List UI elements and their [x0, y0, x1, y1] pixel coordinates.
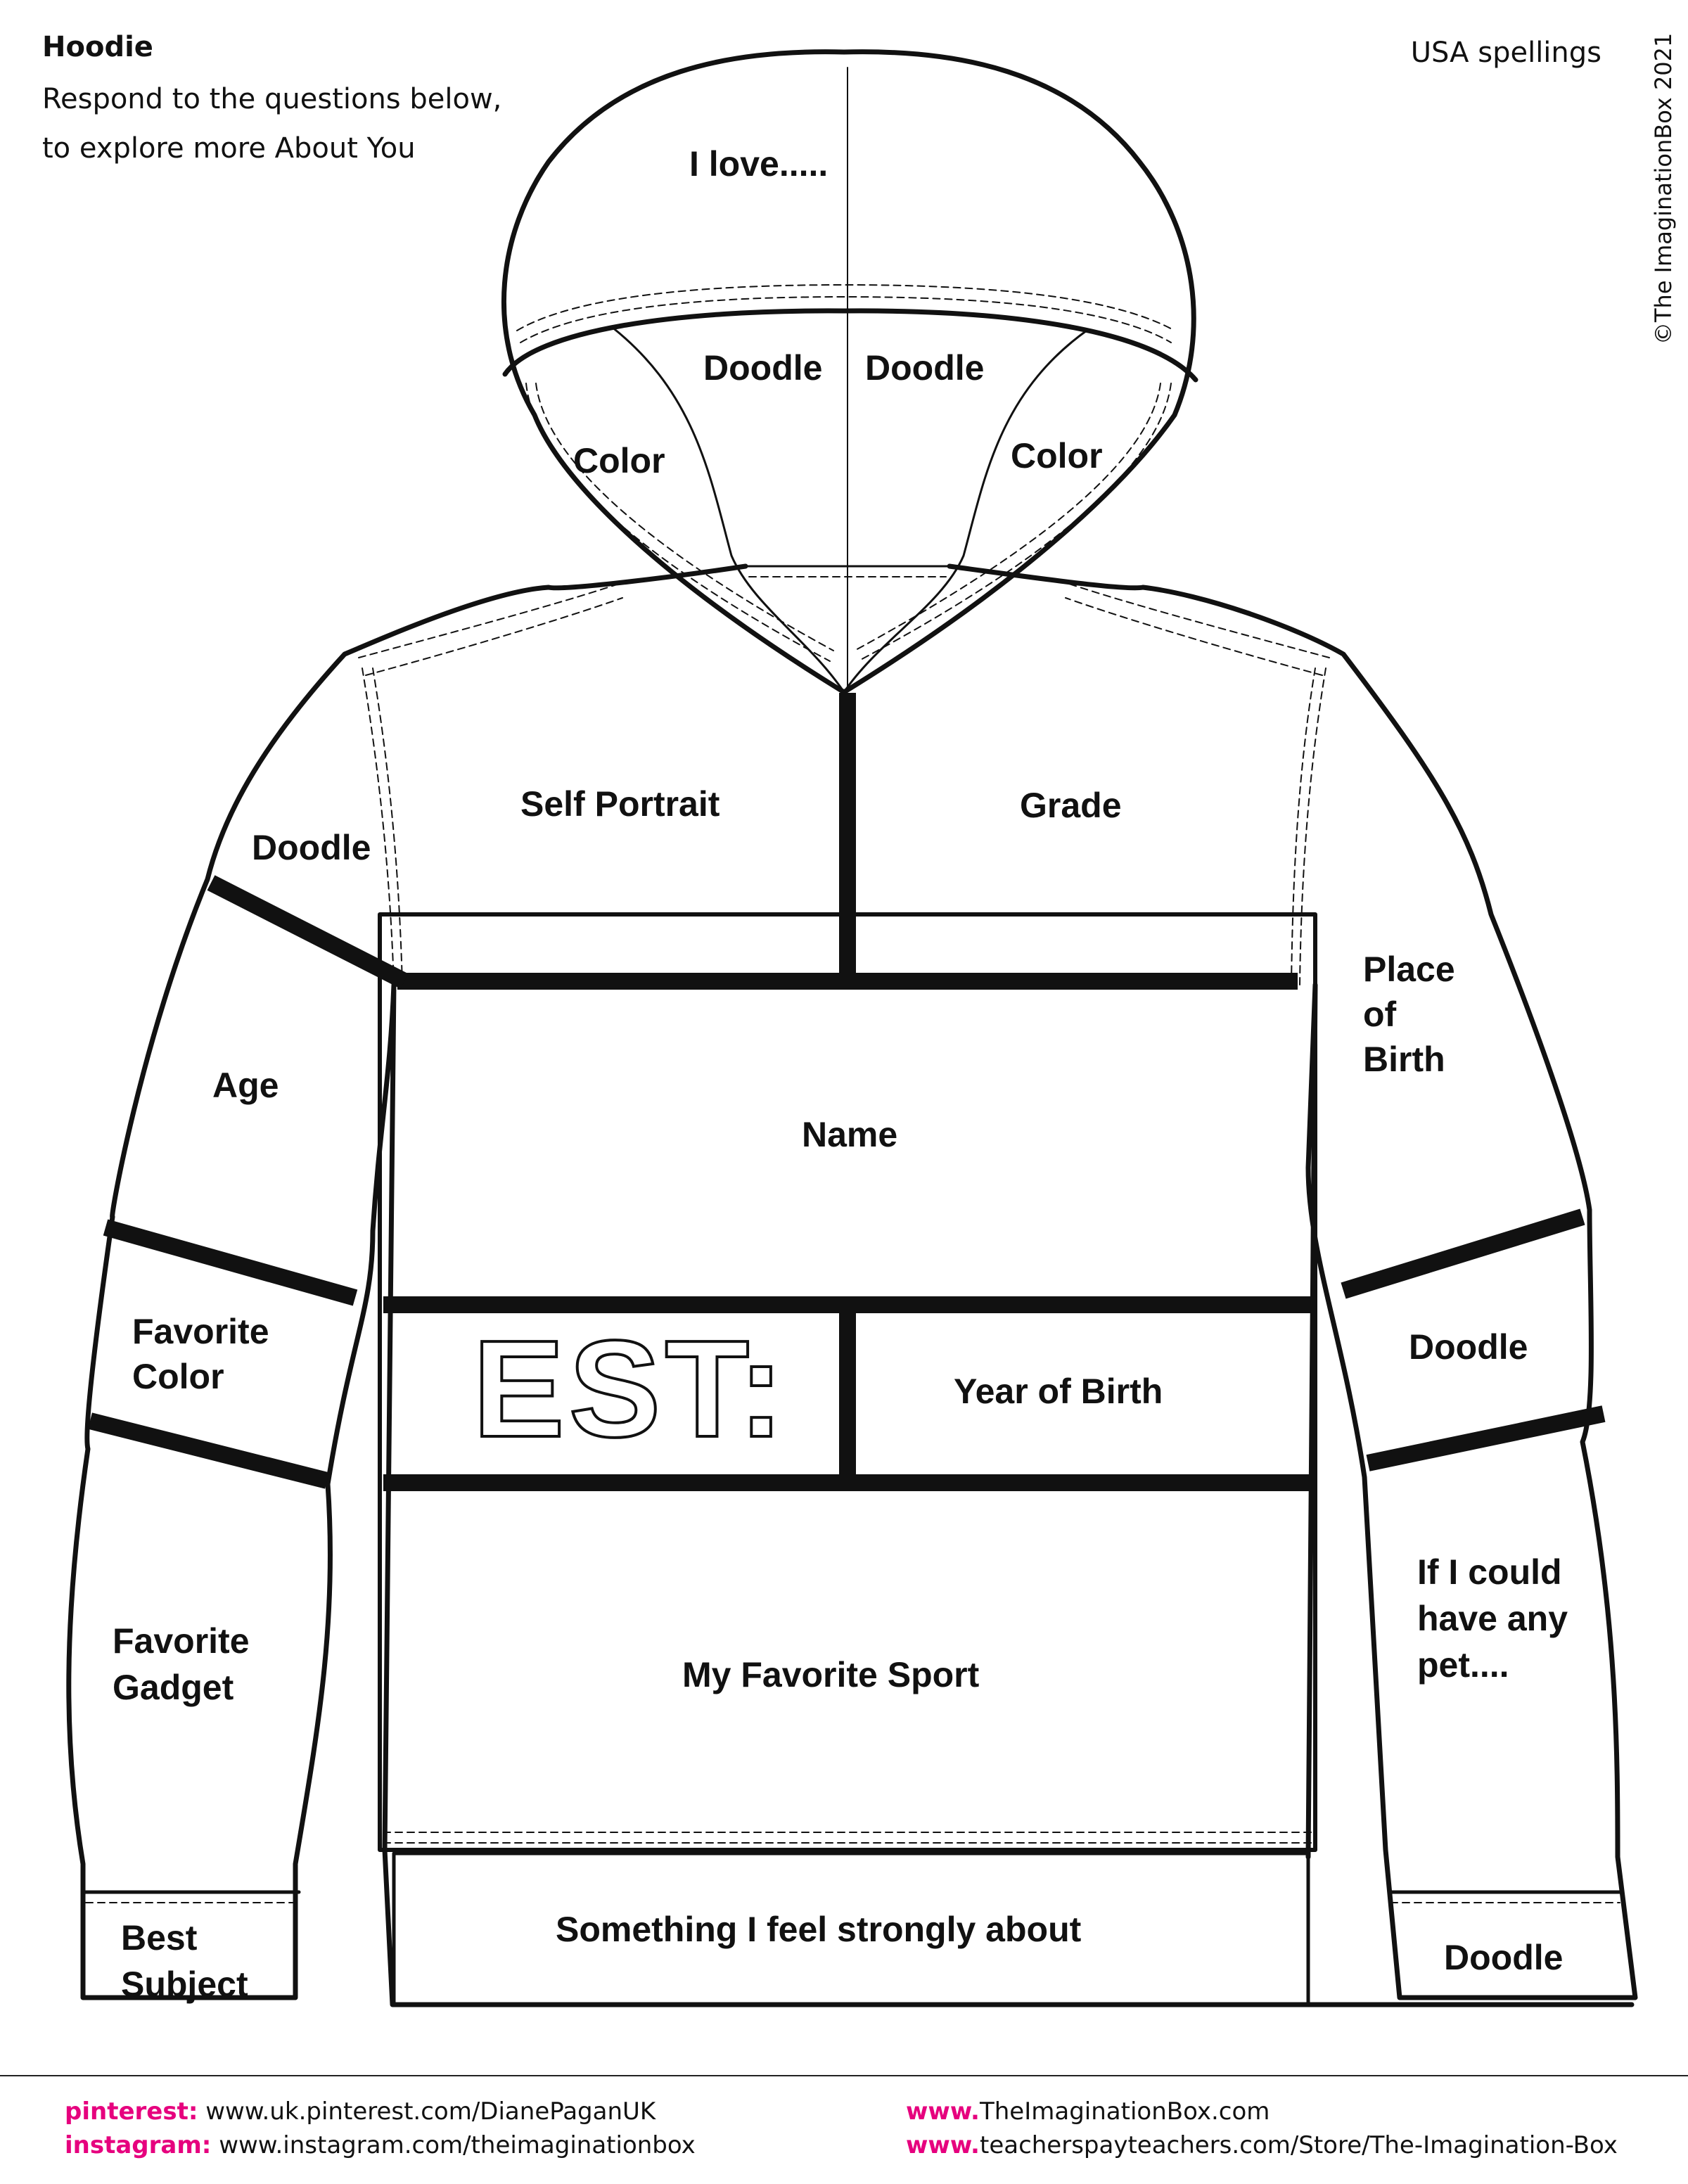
label-favorite-gadget: Favorite Gadget: [113, 1621, 259, 1707]
body-outline: [66, 563, 1635, 2007]
label-gadget-line-1: Favorite: [113, 1621, 250, 1661]
label-strongly: Something I feel strongly about: [556, 1910, 1082, 1949]
label-favorite-color: Favorite Color: [132, 1312, 279, 1396]
label-place-of-birth: Place of Birth: [1363, 950, 1465, 1079]
page-title: Hoodie: [42, 31, 153, 63]
tpt-link[interactable]: teacherspayteachers.com/Store/The-Imagin…: [979, 2131, 1618, 2159]
label-best-subject: Best Subject: [121, 1918, 248, 2004]
label-age: Age: [212, 1066, 279, 1105]
label-pet-line-2: have any: [1417, 1599, 1568, 1638]
label-favorite-color-line-1: Favorite: [132, 1312, 269, 1351]
footer-divider: [0, 2075, 1688, 2076]
label-name: Name: [802, 1115, 897, 1154]
label-favorite-sport: My Favorite Sport: [682, 1655, 980, 1694]
label-hood-color-left: Color: [573, 441, 665, 480]
label-place-line-3: Birth: [1363, 1040, 1445, 1079]
instructions-line-2: to explore more About You: [42, 132, 416, 165]
website-prefix: www.: [906, 2097, 980, 2126]
instagram-line: instagram: www.instagram.com/theimaginat…: [65, 2131, 696, 2159]
label-est: EST:: [473, 1312, 788, 1466]
label-pet-line-3: pet....: [1417, 1645, 1509, 1685]
instructions-line-1: Respond to the questions below,: [42, 83, 502, 115]
website-link[interactable]: TheImaginationBox.com: [979, 2097, 1270, 2126]
label-year-of-birth: Year of Birth: [954, 1372, 1163, 1411]
pinterest-link[interactable]: www.uk.pinterest.com/DianePaganUK: [205, 2097, 656, 2126]
label-left-doodle: Doodle: [252, 828, 371, 867]
label-hood-color-right: Color: [1011, 436, 1103, 475]
label-place-line-1: Place: [1363, 950, 1455, 989]
label-self-portrait: Self Portrait: [520, 784, 720, 824]
label-best-subject-line-2: Subject: [121, 1965, 248, 2004]
pinterest-line: pinterest: www.uk.pinterest.com/DianePag…: [65, 2097, 656, 2126]
hood-outer: [501, 49, 1196, 695]
label-place-line-2: of: [1363, 995, 1397, 1034]
label-grade: Grade: [1020, 786, 1122, 825]
label-right-doodle-bottom: Doodle: [1444, 1938, 1563, 1977]
label-gadget-line-2: Gadget: [113, 1668, 234, 1707]
instagram-label: instagram:: [65, 2131, 212, 2159]
hood-opening: [502, 308, 1198, 383]
spelling-note: USA spellings: [1410, 37, 1601, 69]
tpt-line: www.teacherspayteachers.com/Store/The-Im…: [906, 2131, 1618, 2159]
tpt-prefix: www.: [906, 2131, 980, 2159]
label-best-subject-line-1: Best: [121, 1918, 198, 1958]
label-hood-doodle-right: Doodle: [865, 348, 984, 388]
label-i-love: I love.....: [689, 144, 828, 184]
instagram-link[interactable]: www.instagram.com/theimaginationbox: [219, 2131, 696, 2159]
pinterest-label: pinterest:: [65, 2097, 198, 2126]
hoodie-outline: I love..... Doodle Doodle Color Color Se…: [66, 49, 1638, 2007]
label-favorite-color-line-2: Color: [132, 1357, 224, 1396]
label-right-doodle-mid: Doodle: [1409, 1327, 1528, 1367]
website-line: www.TheImaginationBox.com: [906, 2097, 1270, 2126]
label-pet: If I could have any pet....: [1417, 1552, 1578, 1685]
label-pet-line-1: If I could: [1417, 1552, 1562, 1592]
label-hood-doodle-left: Doodle: [703, 348, 822, 388]
